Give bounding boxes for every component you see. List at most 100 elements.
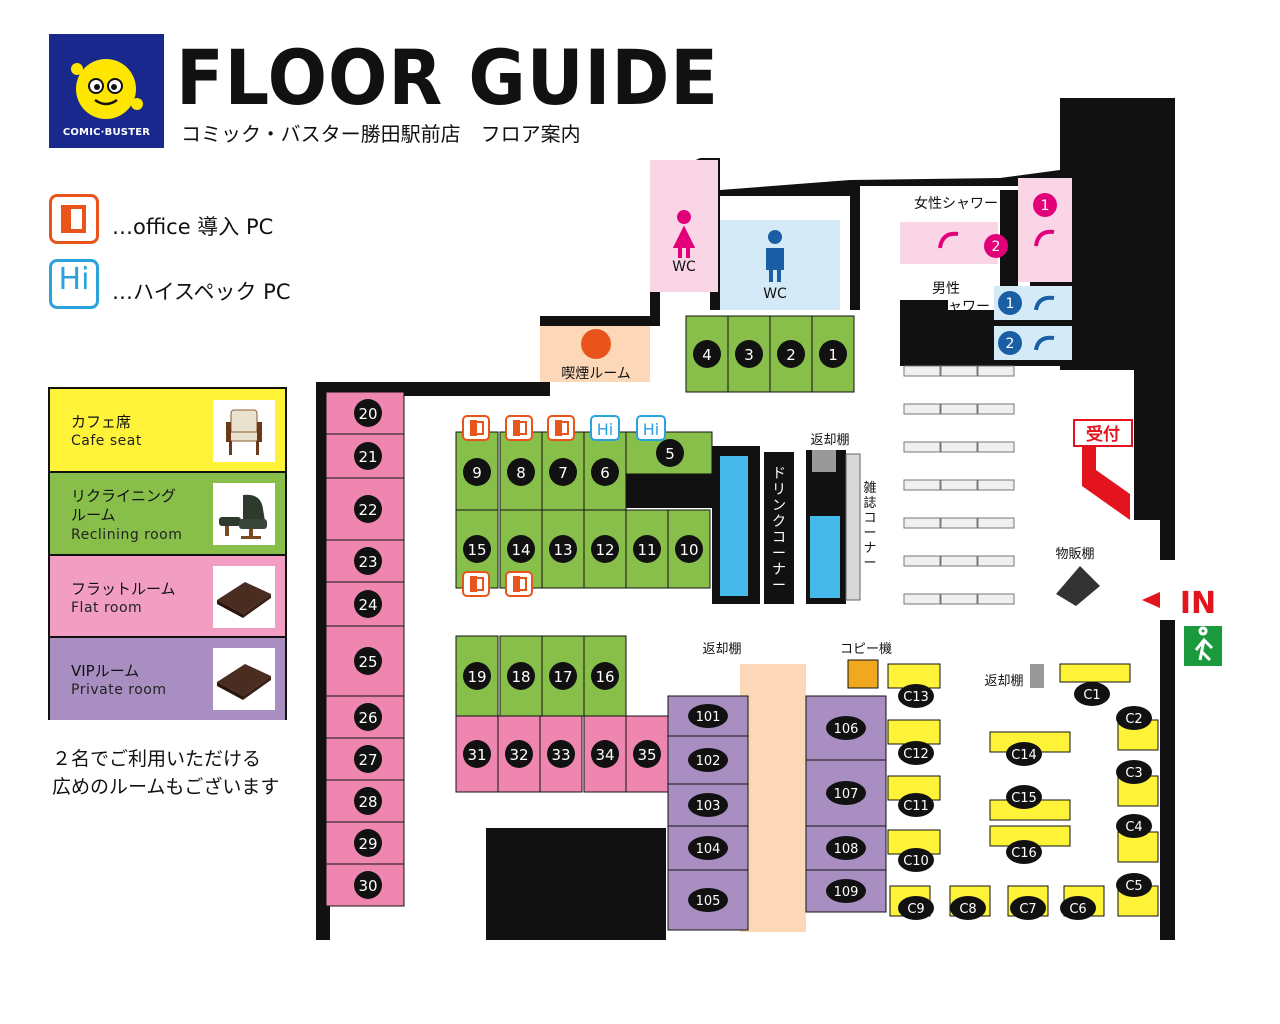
reclining-room-13-label: 13 [553, 541, 572, 559]
bookshelf [977, 365, 1015, 377]
comic-buster-logo: COMIC·BUSTER [49, 34, 164, 148]
shower-wall [900, 300, 948, 366]
right-wall-block [1060, 100, 1170, 370]
office-pc-15-mark-frame [474, 577, 484, 591]
flat-room-27-badge [354, 745, 382, 773]
bookshelf [977, 517, 1015, 529]
bookshelf [903, 555, 941, 567]
svg-text:雑: 雑 [863, 480, 876, 496]
cafe-seat-C14-label: C14 [1011, 748, 1037, 763]
women-shower-2 [900, 222, 998, 264]
legend-vip: VIPルーム Private room [50, 638, 285, 720]
mascot-icon [71, 59, 143, 119]
flat-room-33-badge [547, 740, 575, 768]
rooms [325, 315, 1159, 931]
legend-flat-en: Flat room [71, 600, 143, 616]
svg-text:コ: コ [863, 511, 876, 526]
bookshelf [940, 593, 978, 605]
reclining-room-17-badge [549, 662, 577, 690]
man-icon [766, 230, 784, 282]
reclining-room-10-label: 10 [679, 541, 698, 559]
flat-room-25-label: 25 [358, 653, 377, 671]
copy-machine [847, 659, 879, 689]
vip-room-102-badge [688, 748, 728, 772]
legend-reclining-jp: リクライニング ルーム [71, 487, 177, 524]
flat-room-21-badge [354, 442, 382, 470]
svg-text:ナ: ナ [772, 562, 786, 578]
vip-room-107-label: 107 [834, 787, 859, 802]
shower-icon [1034, 335, 1055, 351]
shower-num-m2 [998, 331, 1022, 355]
recliner-icon [213, 483, 275, 545]
legend-cafe-jp: カフェ席 [71, 413, 132, 431]
shower-icon [938, 231, 959, 249]
cafe-seat-C2-badge [1116, 706, 1152, 730]
return-shelf-box [812, 450, 836, 472]
cafe-seat-C15-label: C15 [1011, 791, 1037, 806]
hi-spec-legend-text: …ハイスペック PC [112, 280, 291, 304]
wc-women-label: WC [672, 259, 696, 275]
vip-room-101-badge [688, 704, 728, 728]
cafe-seat-C1-label: C1 [1083, 688, 1100, 703]
drink-sign [764, 452, 794, 604]
bookshelf [977, 403, 1015, 415]
bookshelf [903, 479, 941, 491]
flat-room-34-label: 34 [595, 746, 614, 764]
hi-spec-pc-5 [636, 415, 666, 441]
smoking-label: 喫煙ルーム [561, 366, 631, 382]
hi-spec-icon: Hi [49, 259, 99, 309]
svg-text:リ: リ [772, 482, 786, 498]
cafe-seat-C5-label: C5 [1125, 879, 1142, 894]
cafe-seat-C11-label: C11 [903, 799, 929, 814]
seat-type-legend: カフェ席 Cafe seat リクライニング ルーム Reclining roo… [48, 387, 287, 720]
flat-room-35-badge [633, 740, 661, 768]
return-shelf-3: 返却棚 [984, 674, 1023, 689]
note-text: ２名でご利用いただける 広めのルームもございます [52, 748, 280, 798]
shower-icon [1034, 229, 1055, 247]
lower-block [486, 828, 666, 940]
vip-room-104-badge [688, 836, 728, 860]
cafe-seat-C16-badge [1006, 840, 1042, 864]
reclining-room-6-label: 6 [600, 464, 610, 482]
legend-vip-en: Private room [71, 682, 167, 698]
cafe-seat-C13-label: C13 [903, 690, 929, 705]
hi-spec-pc-6-text: Hi [597, 420, 613, 439]
reclining-room-7-label: 7 [558, 464, 568, 482]
flat-room-33-label: 33 [551, 746, 570, 764]
vip-room-106-label: 106 [834, 722, 859, 737]
legend-flat: フラットルーム Flat room [50, 556, 285, 638]
flat-room-26-badge [354, 703, 382, 731]
bookshelf [940, 441, 978, 453]
entrance-label: IN [1180, 586, 1216, 621]
cafe-seat-C13-badge [898, 684, 934, 708]
hi-spec-icon-label: Hi [58, 262, 90, 297]
page-subtitle: コミック・バスター勝田駅前店 フロア案内 [181, 122, 581, 146]
reclining-room-1-badge [819, 340, 847, 368]
reclining-room-13-badge [549, 535, 577, 563]
reclining-room-18-label: 18 [511, 668, 530, 686]
reclining-room-16-label: 16 [595, 668, 614, 686]
flat-room-34-badge [591, 740, 619, 768]
cafe-seat-C9-label: C9 [907, 902, 924, 917]
office-legend-text: …office 導入 PC [112, 215, 274, 239]
office-pc-7-mark [555, 420, 562, 436]
reception-sign [1073, 419, 1133, 447]
flat-room-29-label: 29 [358, 835, 377, 853]
vip-mat-icon [213, 648, 275, 710]
copy-machine-label: コピー機 [840, 642, 892, 657]
bookshelf [977, 593, 1015, 605]
reclining-room-8-label: 8 [516, 464, 526, 482]
shower-num-m1-text: 1 [1006, 296, 1015, 312]
reclining-room-3-label: 3 [744, 346, 754, 364]
entrance-arrow-icon [1142, 592, 1160, 608]
reclining-room-4-label: 4 [702, 346, 712, 364]
cafe-seat-C10-label: C10 [903, 854, 929, 869]
legend-vip-jp: VIPルーム [71, 662, 140, 680]
cafe-seat-C12 [887, 719, 941, 745]
reclining-gap [626, 474, 712, 508]
reclining-room-12-label: 12 [595, 541, 614, 559]
bookshelf [977, 441, 1015, 453]
reclining-room-12-badge [591, 535, 619, 563]
